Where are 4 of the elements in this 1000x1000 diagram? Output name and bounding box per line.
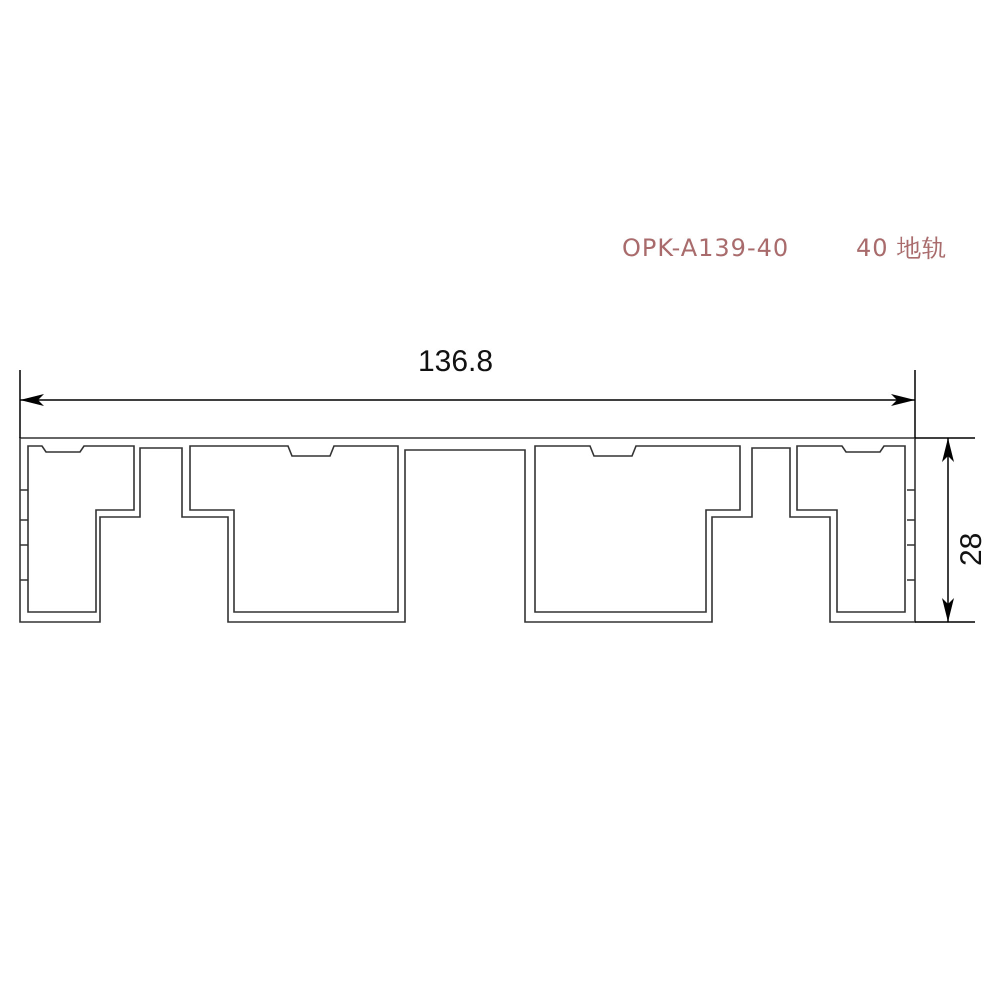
dimension-text: 136.8 — [418, 347, 494, 377]
model-number: OPK-A139-40 — [622, 236, 790, 260]
dimension-text: 28 — [957, 532, 987, 566]
product-name: 40 地轨 — [856, 236, 948, 260]
